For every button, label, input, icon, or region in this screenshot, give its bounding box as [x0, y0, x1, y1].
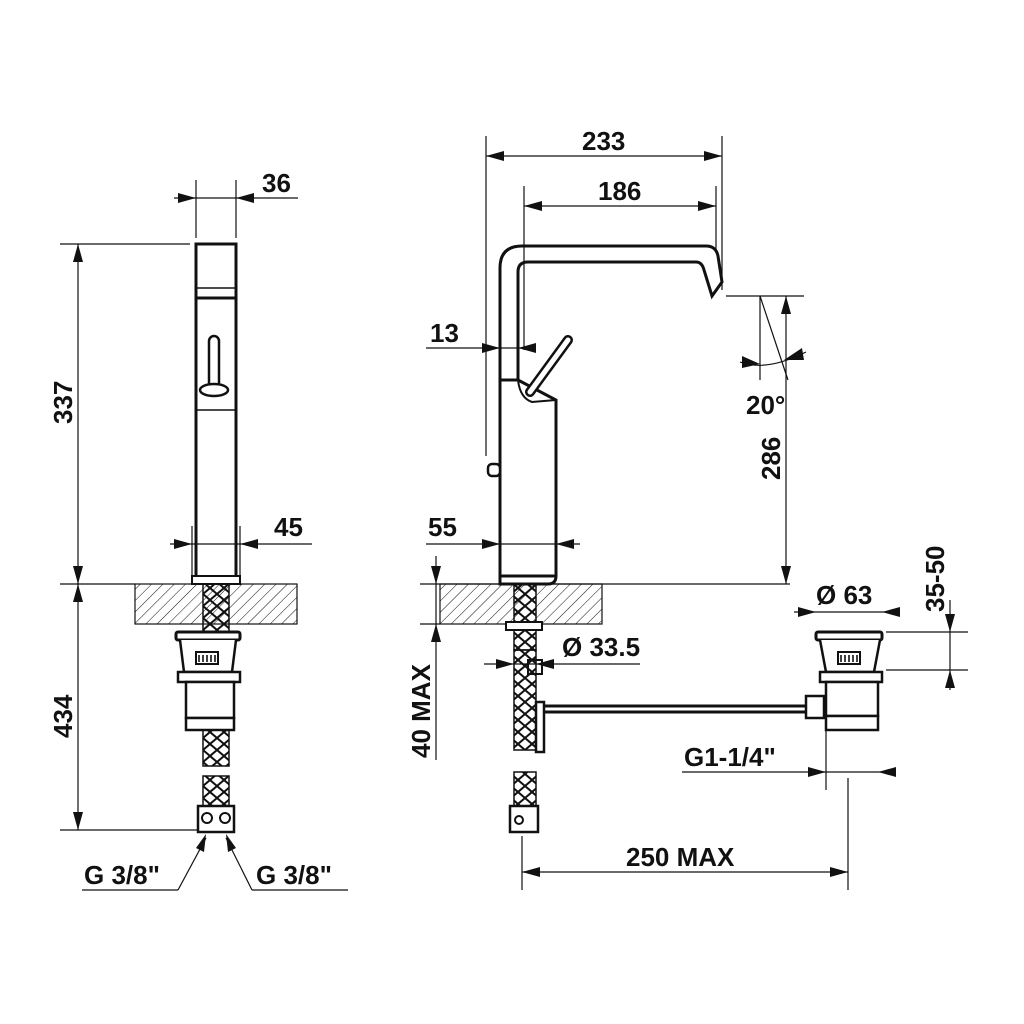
dim-lever-offset: 13	[430, 318, 459, 348]
front-lever	[207, 334, 221, 390]
dim-front-base: 45	[274, 512, 303, 542]
dim-deck-max: 40 MAX	[406, 663, 436, 758]
side-spout	[498, 244, 724, 586]
dim-front-width: 36	[262, 168, 291, 198]
dim-waste-dia: Ø 63	[816, 580, 872, 610]
dim-front-height: 337	[48, 381, 78, 424]
dim-spout-reach: 186	[598, 176, 641, 206]
dim-waste-height: 35-50	[920, 546, 950, 613]
dim-supply-right: G 3/8"	[256, 860, 332, 890]
dim-waste-thread: G1-1/4"	[684, 742, 776, 772]
front-waste-flange	[174, 630, 242, 642]
front-hose	[202, 583, 230, 633]
side-waste-flange	[814, 630, 884, 642]
dim-below-deck: 434	[48, 694, 78, 738]
side-body	[498, 378, 558, 586]
dim-side-base: 55	[428, 512, 457, 542]
dim-spout-angle: 20°	[746, 390, 785, 420]
front-faucet-body	[194, 242, 238, 584]
dim-supply-left: G 3/8"	[84, 860, 160, 890]
side-hose	[513, 583, 537, 651]
dim-spout-height: 286	[756, 437, 786, 480]
dim-side-reach: 233	[582, 126, 625, 156]
dim-rod-length: 250 MAX	[626, 842, 735, 872]
dim-hole-dia: Ø 33.5	[562, 632, 640, 662]
side-view: 233 186 13 286 20° 55 40	[406, 126, 968, 890]
front-view: 36 337 45 434 G 3/8" G 3/8"	[48, 168, 348, 891]
